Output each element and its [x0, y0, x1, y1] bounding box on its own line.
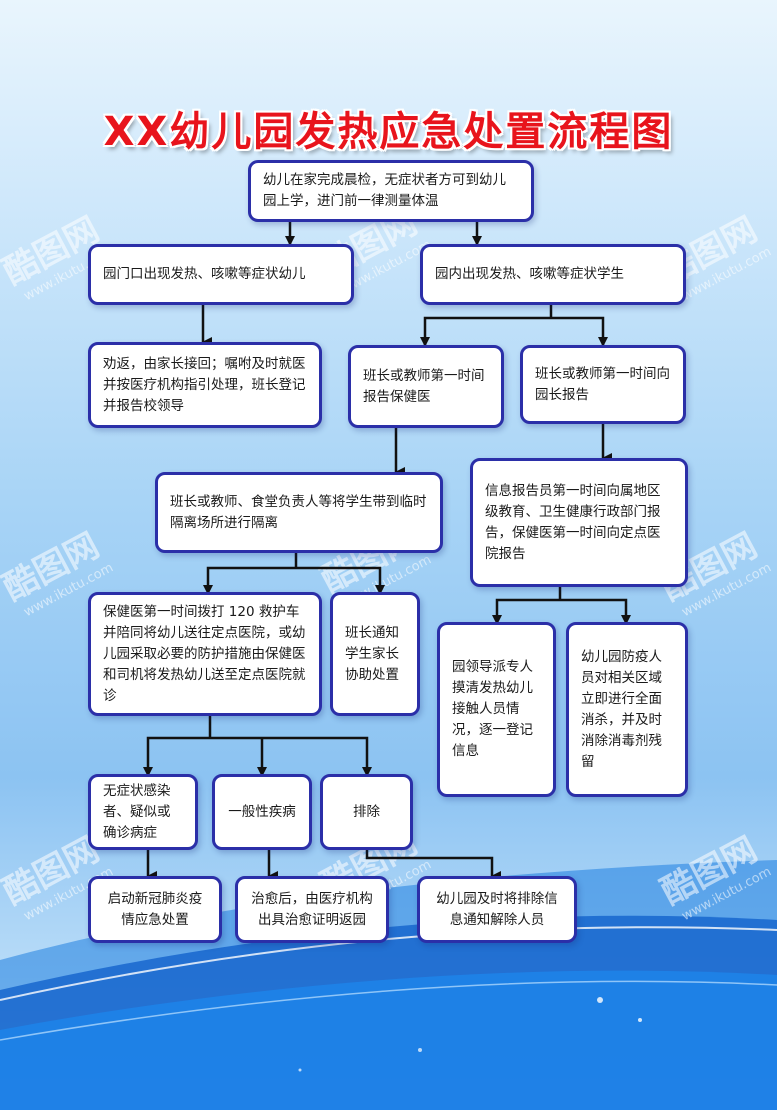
node-covid-case: 无症状感染者、疑似或确诊病症	[88, 774, 198, 850]
arrowhead	[472, 236, 482, 246]
node-contact-tracing: 园领导派专人摸清发热幼儿接触人员情况，逐一登记信息	[437, 622, 556, 797]
arrowhead	[362, 767, 372, 777]
node-notify-parents: 班长通知学生家长协助处置	[330, 592, 420, 716]
node-gate-symptom: 园门口出现发热、咳嗽等症状幼儿	[88, 244, 354, 305]
arrowhead	[203, 585, 213, 595]
node-send-home: 劝返，由家长接回；嘱咐及时就医并按医疗机构指引处理，班长登记并报告校领导	[88, 342, 322, 428]
connector-n15-n18	[365, 850, 501, 881]
node-morning-check: 幼儿在家完成晨检，无症状者方可到幼儿园上学，进门前一律测量体温	[248, 160, 534, 222]
node-isolation: 班长或教师、食堂负责人等将学生带到临时隔离场所进行隔离	[155, 472, 443, 553]
connector-n3-split	[423, 305, 605, 345]
node-info-report: 信息报告员第一时间向属地区级教育、卫生健康行政部门报告，保健医第一时间向定点医院…	[470, 458, 688, 587]
node-general-illness: 一般性疾病	[212, 774, 312, 850]
arrowhead	[598, 337, 608, 347]
page-title: XX幼儿园发热应急处置流程图	[103, 108, 674, 155]
arrowhead	[375, 585, 385, 595]
arrowhead	[621, 615, 631, 625]
node-emergency-response: 启动新冠肺炎疫情应急处置	[88, 876, 222, 943]
node-excluded: 排除	[320, 774, 413, 850]
arrowhead	[420, 337, 430, 347]
node-inside-symptom: 园内出现发热、咳嗽等症状学生	[420, 244, 686, 305]
node-release-notice: 幼儿园及时将排除信息通知解除人员	[417, 876, 577, 943]
connector-n8-split	[495, 587, 628, 622]
arrowhead	[257, 767, 267, 777]
connector-n7-split	[206, 553, 382, 592]
arrowhead	[492, 615, 502, 625]
arrowhead	[285, 236, 295, 246]
node-report-doctor: 班长或教师第一时间报告保健医	[348, 345, 504, 428]
node-disinfection: 幼儿园防疫人员对相关区域立即进行全面消杀，并及时消除消毒剂残留	[566, 622, 688, 797]
arrowhead	[143, 767, 153, 777]
node-cured-return: 治愈后，由医疗机构出具治愈证明返园	[235, 876, 389, 943]
node-report-director: 班长或教师第一时间向园长报告	[520, 345, 686, 424]
node-hospital-transfer: 保健医第一时间拨打 120 救护车并陪同将幼儿送往定点医院，或幼儿园采取必要的防…	[88, 592, 322, 716]
connector-n9-split	[146, 716, 369, 774]
